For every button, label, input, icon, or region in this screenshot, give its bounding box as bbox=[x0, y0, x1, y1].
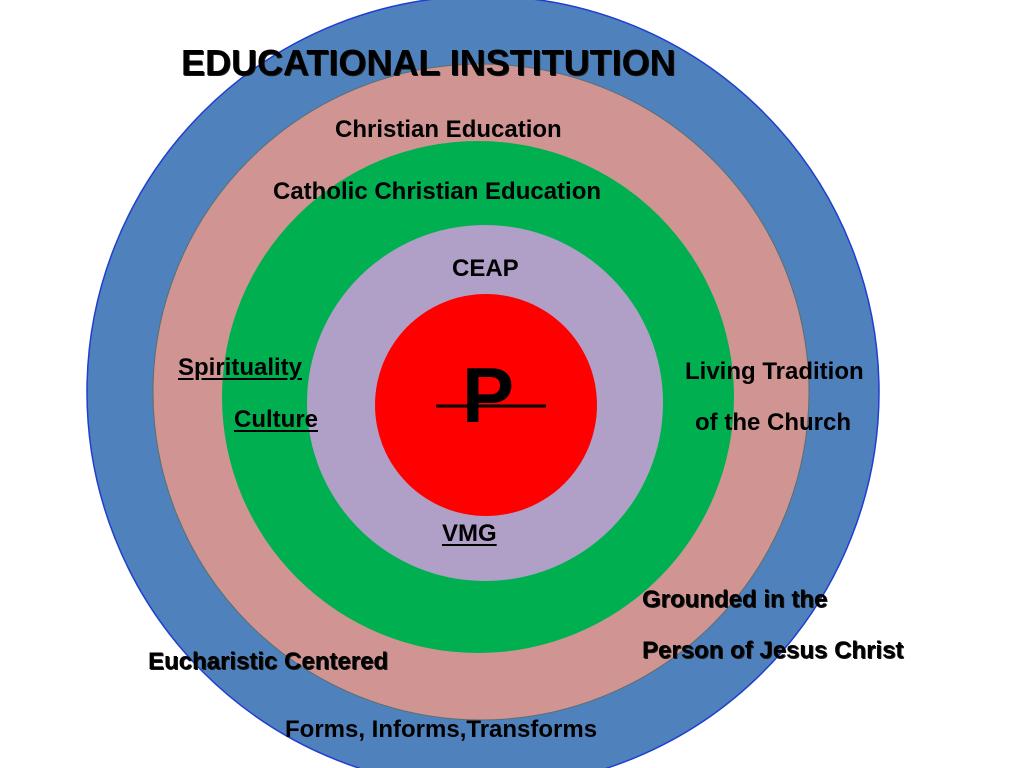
grounded-label: Grounded in the bbox=[642, 586, 828, 613]
person-of-jesus-christ-label: Person of Jesus Christ bbox=[642, 637, 904, 664]
ceap-label: CEAP bbox=[452, 255, 519, 282]
forms-informs-transforms-label: Forms, Informs,Transforms bbox=[285, 716, 598, 743]
catholic-christian-education-label: Catholic Christian Education bbox=[273, 178, 602, 205]
christian-education-label: Christian Education bbox=[335, 116, 562, 143]
of-the-church-label: of the Church bbox=[695, 409, 851, 436]
culture-label: Culture bbox=[234, 406, 318, 433]
living-tradition-label: Living Tradition bbox=[685, 358, 864, 385]
vmg-label: VMG bbox=[442, 520, 497, 547]
eucharistic-centered-label: Eucharistic Centered bbox=[148, 648, 389, 675]
diagram-title: EDUCATIONAL INSTITUTION bbox=[181, 42, 676, 83]
spirituality-label: Spirituality bbox=[178, 354, 303, 381]
core-p-symbol: P bbox=[462, 351, 515, 439]
